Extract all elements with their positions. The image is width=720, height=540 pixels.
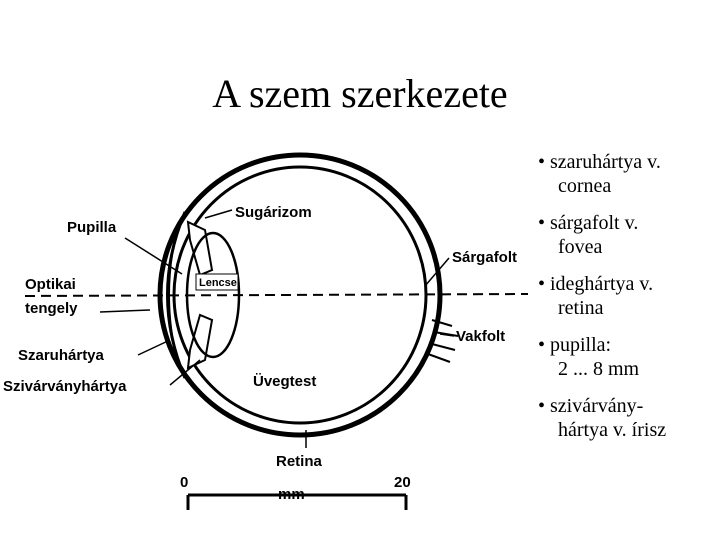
bullet-line2: fovea [558, 236, 603, 258]
label-tengely: tengely [25, 300, 78, 317]
bullet-item: • ideghártya v. retina [538, 272, 718, 320]
label-szivarvanyhartya: Szivárványhártya [3, 378, 127, 395]
label-sargafolt: Sárgafolt [452, 249, 517, 266]
bullet-item: • szivárvány- hártya v. írisz [538, 394, 718, 442]
bullet-line2: cornea [558, 175, 612, 197]
cornea-shape [166, 211, 187, 379]
label-sugarizom: Sugárizom [235, 204, 312, 221]
bullet-item: • szaruhártya v. cornea [538, 150, 718, 198]
label-vakfolt: Vakfolt [456, 328, 505, 345]
label-pupilla: Pupilla [67, 219, 117, 236]
scale-start: 0 [180, 474, 188, 491]
optical-axis [24, 293, 529, 297]
page-title: A szem szerkezete [212, 71, 508, 116]
bullet-line1: • sárgafolt v. [538, 212, 639, 234]
label-szaruhartya: Szaruhártya [18, 347, 105, 364]
bullet-line2: 2 ... 8 mm [558, 358, 640, 380]
scale-unit: mm [278, 486, 305, 503]
bullet-item: • pupilla: 2 ... 8 mm [538, 333, 718, 381]
label-retina: Retina [276, 453, 323, 470]
bullet-line2: retina [558, 297, 604, 319]
scale-end: 20 [394, 474, 411, 491]
iris-lower [186, 313, 214, 370]
bullet-line1: • ideghártya v. [538, 273, 654, 295]
label-optikai: Optikai [25, 276, 76, 293]
label-uvegtest: Üvegtest [253, 373, 316, 390]
bullet-item: • sárgafolt v. fovea [538, 211, 718, 259]
iris-upper [186, 220, 214, 277]
bullet-line1: • szaruhártya v. [538, 151, 661, 173]
bullet-line2: hártya v. írisz [558, 419, 667, 441]
optic-nerve [427, 319, 459, 363]
bullet-line1: • pupilla: [538, 334, 612, 356]
label-lencse: Lencse [199, 277, 237, 289]
bullet-list: • szaruhártya v. cornea • sárgafolt v. f… [538, 150, 718, 455]
bullet-line1: • szivárvány- [538, 395, 644, 417]
